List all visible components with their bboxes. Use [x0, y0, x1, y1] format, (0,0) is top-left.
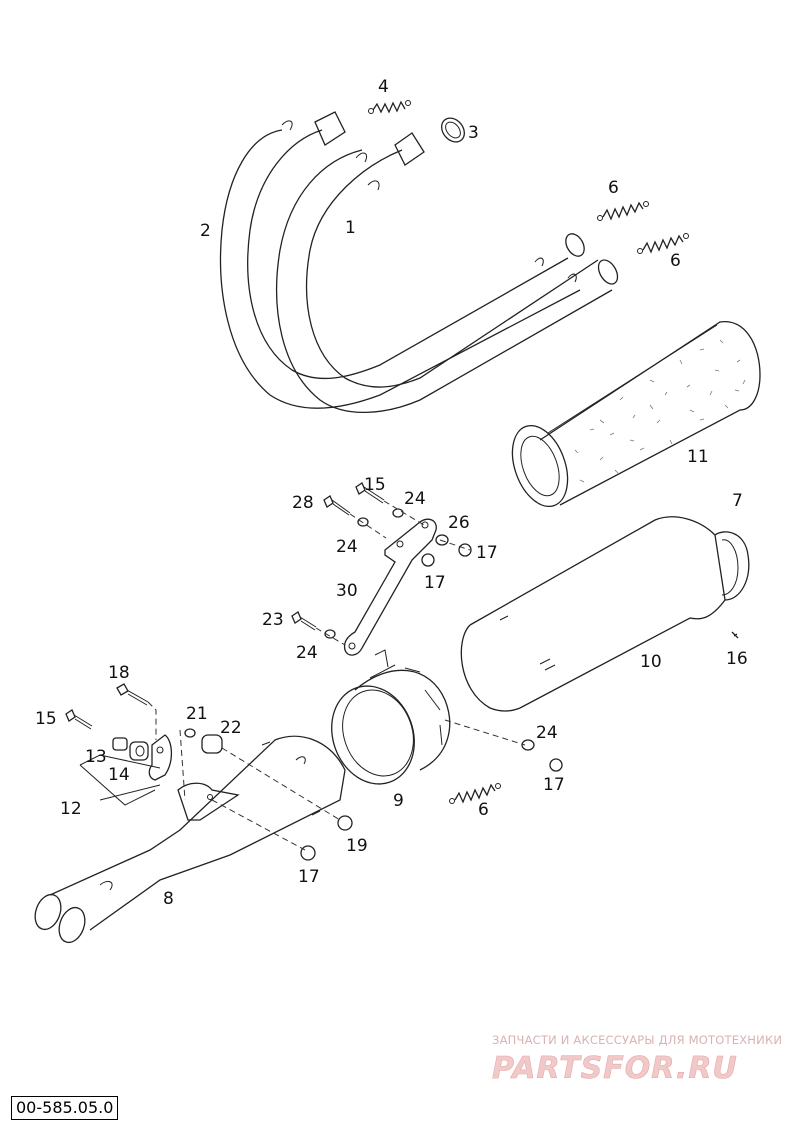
clamp-bracket-12 [148, 734, 173, 781]
silencer-body-10 [460, 516, 750, 712]
label-part-15-lower: 15 [35, 709, 57, 729]
gasket-3 [441, 117, 465, 143]
label-part-24-c: 24 [296, 643, 318, 663]
label-part-7: 7 [732, 491, 743, 511]
bolt-15-lower [65, 709, 93, 730]
twin-pipe-8 [34, 735, 346, 944]
screw-16 [731, 631, 739, 639]
label-part-24-d: 24 [536, 723, 558, 743]
label-part-17-b: 17 [424, 573, 446, 593]
watermark-caption: ЗАПЧАСТИ И АКСЕССУАРЫ ДЛЯ МОТОТЕХНИКИ [492, 1033, 782, 1047]
assembly-guide-lines [79, 500, 526, 851]
watermark-logo: PARTSFOR.RU [492, 1051, 738, 1086]
bushing-14 [129, 741, 149, 761]
label-part-16: 16 [726, 649, 748, 669]
label-part-3: 3 [468, 123, 479, 143]
label-part-24-a: 24 [404, 489, 426, 509]
drawing-code: 00-585.05.0 [11, 1096, 119, 1120]
washers-upper [357, 508, 472, 567]
washer-24-lower [521, 739, 563, 772]
label-part-18: 18 [108, 663, 130, 683]
label-part-6-upper: 6 [608, 178, 619, 198]
spacer-22 [201, 734, 223, 754]
silencer-packing-11 [511, 321, 761, 508]
bolt-28 [323, 495, 351, 516]
label-part-4: 4 [378, 77, 389, 97]
label-part-21: 21 [186, 704, 208, 724]
label-part-17-d: 17 [298, 867, 320, 887]
label-part-13: 13 [85, 747, 107, 767]
label-part-12: 12 [60, 799, 82, 819]
label-part-15-upper: 15 [364, 475, 386, 495]
bolt-23 [291, 611, 336, 639]
label-part-2: 2 [200, 221, 211, 241]
label-part-17-c: 17 [543, 775, 565, 795]
label-part-26: 26 [448, 513, 470, 533]
spring-6-lower [449, 783, 501, 804]
label-part-9: 9 [393, 791, 404, 811]
header-pipe-1 [275, 132, 619, 414]
label-part-6-lower: 6 [478, 800, 489, 820]
bolt-15-upper [355, 482, 385, 504]
spring-6-upper [597, 201, 649, 221]
label-part-17-a: 17 [476, 543, 498, 563]
label-part-11: 11 [687, 447, 709, 467]
label-part-28: 28 [292, 493, 314, 513]
clamp-9 [331, 649, 451, 785]
bracket-30 [343, 518, 437, 656]
label-part-19: 19 [346, 836, 368, 856]
spring-6-middle [637, 233, 689, 254]
spacer-13 [112, 737, 128, 751]
label-part-22: 22 [220, 718, 242, 738]
label-part-8: 8 [163, 889, 174, 909]
label-part-10: 10 [640, 652, 662, 672]
label-part-14: 14 [108, 765, 130, 785]
label-part-23: 23 [262, 610, 284, 630]
label-part-1: 1 [345, 218, 356, 238]
spring-4 [368, 100, 411, 114]
label-part-24-b: 24 [336, 537, 358, 557]
label-part-30: 30 [336, 581, 358, 601]
bolt-18 [116, 683, 149, 706]
label-part-6-middle: 6 [670, 251, 681, 271]
nuts-lower [300, 815, 353, 861]
header-pipe-2 [219, 111, 585, 409]
washer-21 [184, 728, 196, 738]
